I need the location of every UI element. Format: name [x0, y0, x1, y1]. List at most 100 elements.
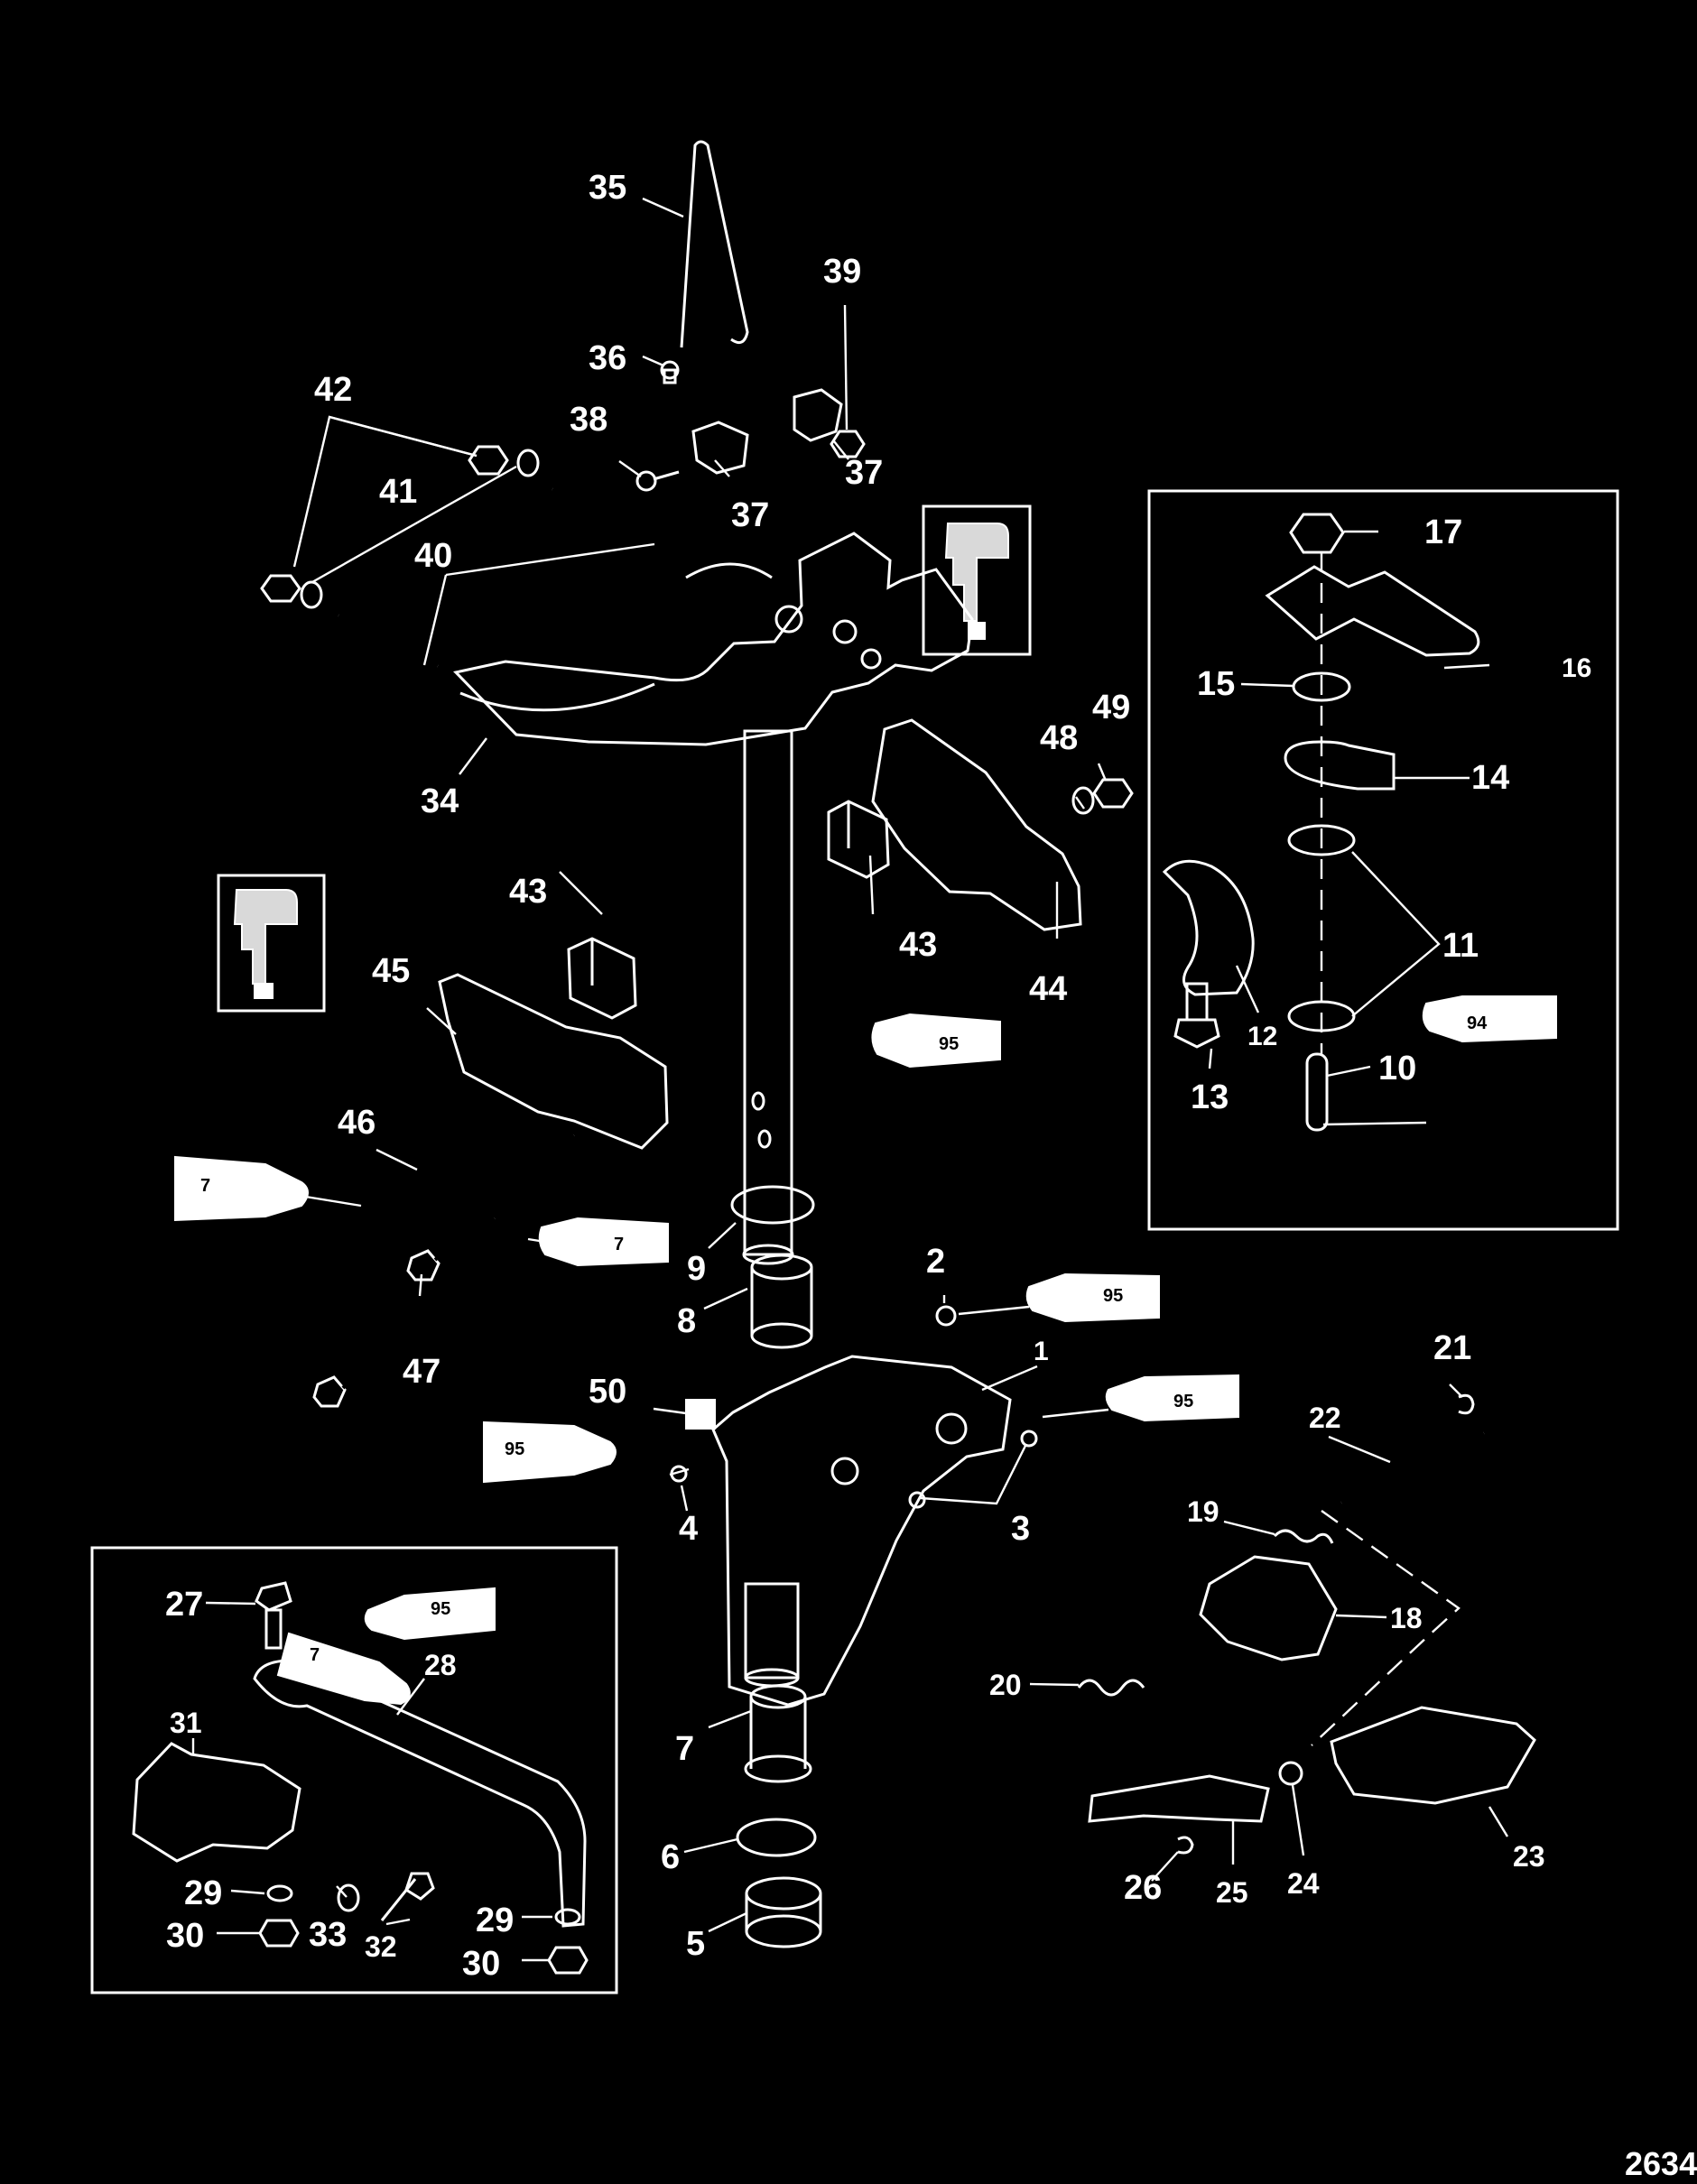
part-41-washer-bottom: [300, 580, 323, 609]
outboard-motor-thumbnail: [217, 874, 326, 1013]
callout-16: 16: [1562, 653, 1591, 683]
part-43-pad-right: [827, 800, 890, 879]
part-48-washer: [1071, 786, 1095, 815]
callout-22: 22: [1309, 1402, 1341, 1434]
callout-34: 34: [421, 782, 459, 820]
callout-37: 37: [731, 496, 769, 534]
outboard-motor-thumbnail: [922, 504, 1032, 656]
callout-2: 2: [926, 1243, 945, 1281]
callout-18: 18: [1390, 1602, 1423, 1634]
part-7-bushing: [744, 1684, 812, 1783]
callout-31: 31: [170, 1707, 202, 1739]
sealant-tube-95-steering-tube: 95: [871, 1013, 1001, 1069]
part-29-washer: [554, 1908, 581, 1926]
callout-13: 13: [1191, 1078, 1229, 1116]
callout-4: 4: [679, 1510, 698, 1548]
sealant-tube-94-box: 94: [1422, 995, 1557, 1043]
part-31-mounting-bracket: [132, 1742, 301, 1863]
callout-7: 7: [675, 1730, 694, 1768]
sealant-tube-label: 95: [431, 1599, 450, 1619]
part-21-e-clip: [1458, 1393, 1475, 1415]
callout-41: 41: [379, 473, 417, 511]
part-17-locknut: [1289, 513, 1345, 554]
part-34-swivel-bracket: [453, 532, 974, 1265]
callout-47: 47: [403, 1353, 440, 1391]
callout-49: 49: [1092, 689, 1130, 726]
part-24-spring: [1278, 1761, 1303, 1786]
tilt-lock-assembly-path: [1311, 1510, 1461, 1746]
part-15-washer: [1292, 671, 1351, 702]
callout-10: 10: [1378, 1050, 1416, 1087]
part-26-e-clip: [1177, 1836, 1194, 1855]
sealant-tube-label: 7: [310, 1645, 320, 1665]
part-14-plate: [1284, 740, 1396, 791]
sealant-tube-label: 95: [1103, 1286, 1123, 1306]
part-3-grease-fitting: [1020, 1430, 1038, 1448]
part-12-strap: [1162, 859, 1255, 996]
callout-46: 46: [338, 1104, 376, 1142]
part-44-side-bracket: [871, 718, 1082, 931]
part-10-pin: [1305, 1052, 1329, 1132]
callout-23: 23: [1513, 1840, 1545, 1873]
callout-50: 50: [589, 1373, 626, 1411]
part-16-tilt-lever: [1265, 565, 1480, 657]
callout-36: 36: [589, 339, 626, 377]
callout-19: 19: [1187, 1495, 1219, 1528]
part-32-bolt: [380, 1872, 435, 1921]
callout-6: 6: [661, 1838, 680, 1876]
part-13-bolt: [1173, 982, 1220, 1049]
sealant-tube-label: 94: [1467, 1013, 1488, 1033]
part-5-bushing: [745, 1876, 822, 1948]
callout-30: 30: [166, 1917, 204, 1955]
part-38-bolt: [635, 470, 680, 492]
part-45-bracket-block: [438, 973, 669, 1150]
callout-24: 24: [1287, 1867, 1320, 1900]
sealant-tube-label: 7: [200, 1176, 210, 1196]
part-6-washer: [736, 1818, 817, 1857]
part-39-nut: [830, 430, 866, 458]
sealant-tube-95-fitting-3: 95: [1105, 1374, 1239, 1422]
part-40-stud-top: [552, 487, 655, 546]
part-46-bolt: [312, 1217, 496, 1408]
callout-27: 27: [165, 1586, 203, 1624]
callout-3: 3: [1011, 1510, 1030, 1548]
sealant-tube-95-fitting-4: 95: [483, 1421, 617, 1484]
callout-21: 21: [1433, 1329, 1471, 1367]
callout-15: 15: [1197, 665, 1235, 703]
callout-17: 17: [1424, 514, 1462, 551]
sealant-tube-label: 7: [614, 1235, 624, 1254]
part-29-washer: [266, 1884, 293, 1902]
callout-43: 43: [509, 873, 547, 911]
callout-numbers: 35 36 39 37 37 38 42 41 40 34 43 43 44 4…: [165, 169, 1591, 1983]
callout-29: 29: [184, 1874, 222, 1912]
sealant-tube-95-fitting-2: 95: [1025, 1272, 1160, 1323]
part-25-release-lever: [1088, 1774, 1270, 1823]
sealant-tube-95-tiller: 95: [364, 1587, 496, 1641]
part-50-label: [685, 1399, 716, 1430]
callout-28: 28: [424, 1649, 457, 1681]
part-20-spring: [1077, 1679, 1145, 1697]
part-18-tilt-lock-lever: [1199, 1555, 1338, 1661]
callout-39: 39: [823, 253, 861, 291]
part-9-retaining-ring: [730, 1185, 815, 1225]
sealant-tube-label: 95: [1173, 1392, 1193, 1411]
part-47-bolt: [406, 1134, 576, 1282]
callout-43: 43: [899, 926, 937, 964]
sealant-tube-7-tiller: 7: [276, 1632, 411, 1706]
part-41-washer-top: [516, 449, 540, 477]
callout-48: 48: [1040, 719, 1078, 757]
leader-lines: [191, 197, 1509, 1962]
part-11-washer: [1287, 824, 1356, 856]
inset-box-tiller-bracket: [90, 1546, 618, 1994]
part-49-nut: [1092, 778, 1134, 809]
callout-44: 44: [1029, 970, 1067, 1008]
callout-30: 30: [462, 1945, 500, 1983]
callout-5: 5: [686, 1925, 705, 1963]
callout-8: 8: [677, 1302, 696, 1340]
callout-12: 12: [1247, 1022, 1277, 1051]
part-27-bolt: [255, 1581, 292, 1650]
callout-42: 42: [314, 371, 352, 409]
callout-25: 25: [1216, 1876, 1248, 1909]
callout-33: 33: [309, 1916, 347, 1954]
